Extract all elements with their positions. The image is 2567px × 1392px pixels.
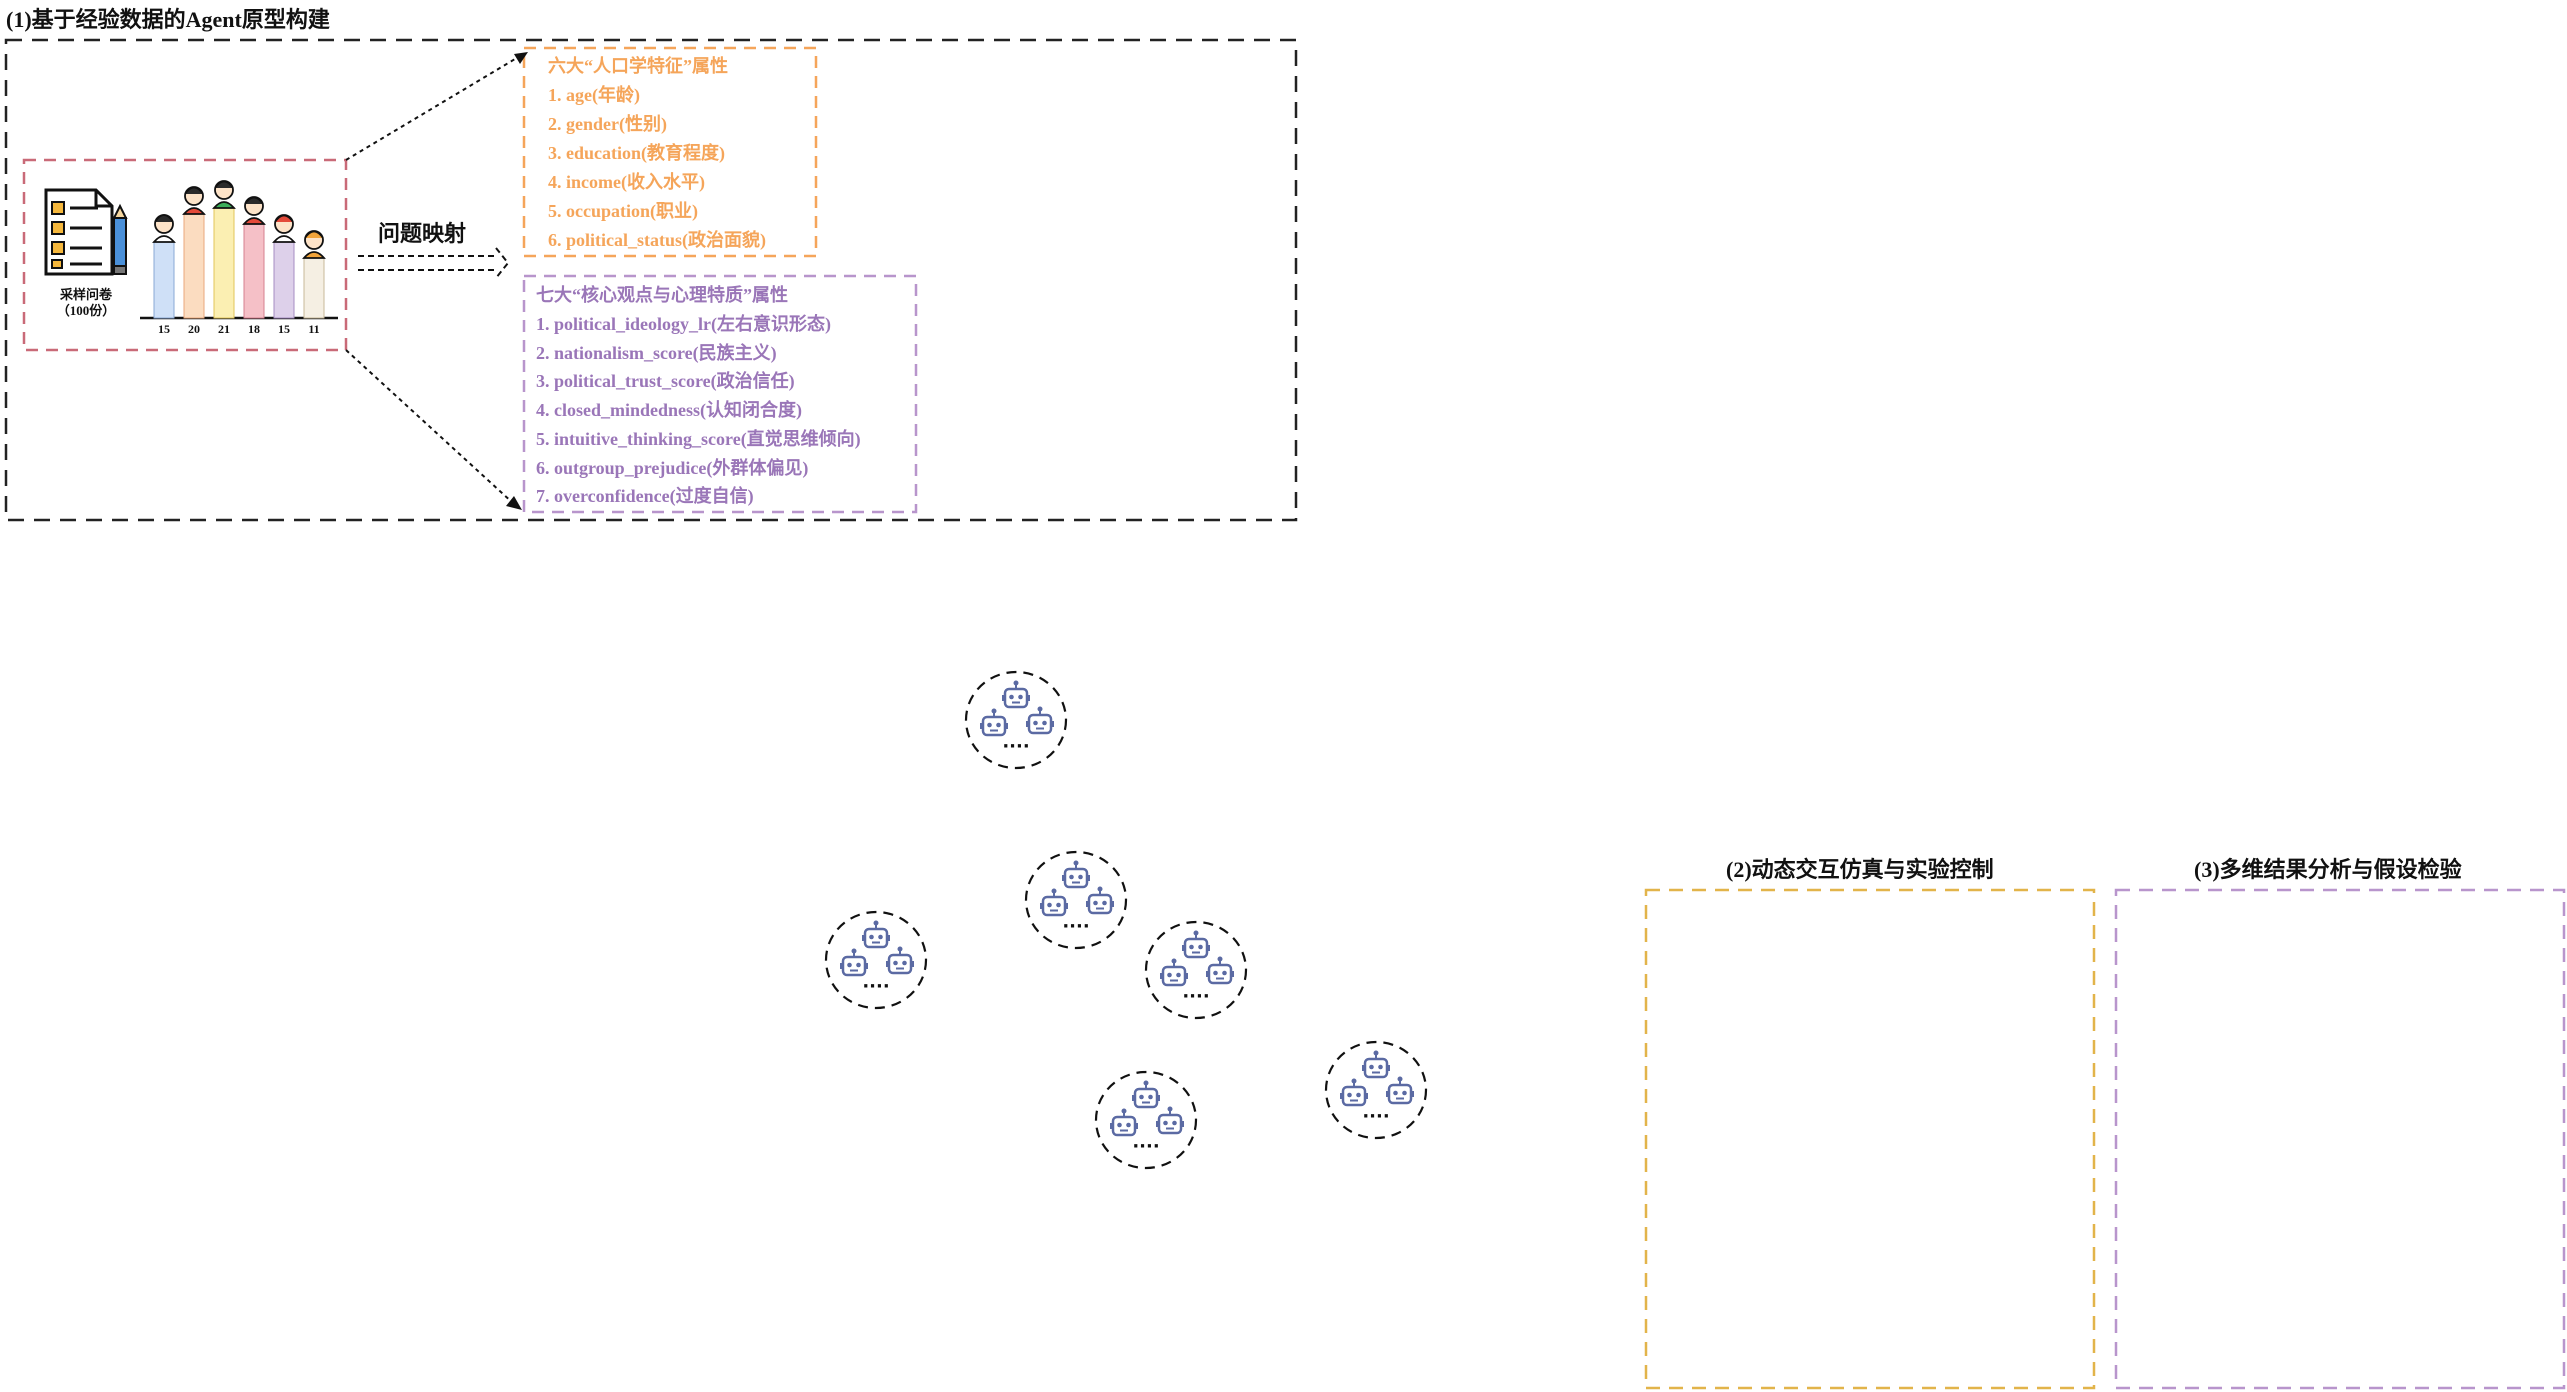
cluster-boundary	[1094, 1070, 1198, 1170]
demographics-item: 4. income(收入水平)	[548, 172, 705, 192]
robot-icon	[1110, 1108, 1138, 1137]
agent-cluster: ····	[824, 910, 928, 1010]
cluster-boundary	[964, 670, 1068, 770]
robot-icon	[862, 920, 890, 949]
bar-value-3: 21	[218, 322, 230, 336]
psychology-item: 5. intuitive_thinking_score(直觉思维倾向)	[536, 429, 861, 449]
questionnaire-count: （100份）	[56, 303, 116, 318]
bar-value-6: 11	[308, 322, 320, 336]
cluster-boundary	[824, 910, 928, 1010]
robot-icon	[1206, 956, 1234, 985]
robot-icon	[1086, 886, 1114, 915]
demographics-item: 3. education(教育程度)	[548, 143, 725, 163]
robot-icon	[840, 948, 868, 977]
section3-title: (3)多维结果分析与假设检验	[2194, 857, 2462, 882]
robot-icon	[1132, 1080, 1160, 1109]
robot-icon	[980, 708, 1008, 737]
robot-icon	[1002, 680, 1030, 709]
demographics-item: 2. gender(性别)	[548, 114, 667, 134]
agent-cluster: ····	[1144, 920, 1248, 1020]
cluster-boundary	[1324, 1040, 1428, 1140]
robot-icon	[1026, 706, 1054, 735]
robot-icon	[1340, 1078, 1368, 1107]
section2-title: (2)动态交互仿真与实验控制	[1726, 857, 1994, 882]
psychology-item: 3. political_trust_score(政治信任)	[536, 371, 795, 391]
cluster-boundary	[1024, 850, 1128, 950]
robot-icon	[1182, 930, 1210, 959]
agent-cluster: ····	[964, 670, 1068, 770]
psychology-header: 七大“核心观点与心理特质”属性	[536, 285, 788, 305]
section2-panel	[1644, 888, 2096, 1390]
robot-icon	[1156, 1106, 1184, 1135]
cluster-ellipsis: ····	[1132, 1136, 1159, 1157]
questionnaire-label: 采样问卷	[59, 287, 112, 302]
cluster-ellipsis: ····	[862, 976, 889, 997]
demographics-item: 5. occupation(职业)	[548, 201, 698, 221]
demographics-item: 1. age(年龄)	[548, 85, 640, 105]
robot-icon	[1040, 888, 1068, 917]
psychology-item: 4. closed_mindedness(认知闭合度)	[536, 400, 803, 420]
questionnaire-icon	[44, 188, 128, 276]
agent-cluster: ····	[1094, 1070, 1198, 1170]
robot-icon	[1386, 1076, 1414, 1105]
bar-value-1: 15	[158, 322, 170, 336]
demographics-item: 6. political_status(政治面貌)	[548, 230, 766, 250]
psychology-item: 7. overconfidence(过度自信)	[536, 486, 754, 506]
agent-cluster: ····	[1324, 1040, 1428, 1140]
psychology-item: 6. outgroup_prejudice(外群体偏见)	[536, 458, 809, 478]
people-bar-chart	[140, 180, 338, 320]
bar-value-2: 20	[188, 322, 200, 336]
cluster-boundary	[1144, 920, 1248, 1020]
psychology-item: 1. political_ideology_lr(左右意识形态)	[536, 314, 831, 334]
agent-cluster: ····	[1024, 850, 1128, 950]
cluster-ellipsis: ····	[1002, 736, 1029, 757]
demographics-header: 六大“人口学特征”属性	[548, 56, 728, 76]
cluster-ellipsis: ····	[1362, 1106, 1389, 1127]
cluster-ellipsis: ····	[1062, 916, 1089, 937]
robot-icon	[1362, 1050, 1390, 1079]
robot-icon	[1062, 860, 1090, 889]
robot-icon	[1160, 958, 1188, 987]
psychology-item: 2. nationalism_score(民族主义)	[536, 343, 777, 363]
bar-value-4: 18	[248, 322, 260, 336]
bar-value-5: 15	[278, 322, 290, 336]
section1-title: (1)基于经验数据的Agent原型构建	[6, 7, 330, 32]
section3-panel	[2114, 888, 2566, 1390]
cluster-ellipsis: ····	[1182, 986, 1209, 1007]
robot-icon	[886, 946, 914, 975]
mapping-label: 问题映射	[378, 221, 467, 246]
